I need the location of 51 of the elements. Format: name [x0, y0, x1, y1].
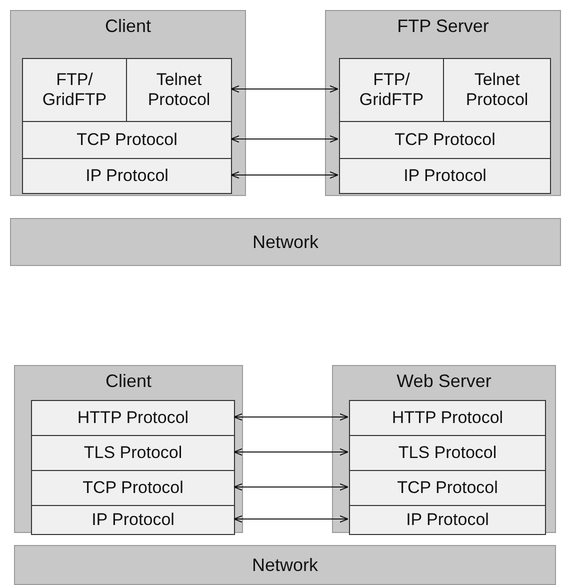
- double-arrow: [230, 85, 338, 93]
- layer-label: TCP Protocol: [396, 478, 499, 498]
- layer-label: TCP Protocol: [76, 130, 178, 150]
- protocol-layer: [339, 121, 551, 159]
- double-arrow: [234, 448, 348, 456]
- panel-title: Network: [252, 554, 318, 576]
- panel-title: Network: [252, 232, 318, 252]
- double-arrow: [234, 483, 348, 491]
- protocol-layer: [349, 505, 546, 535]
- layer-label: HTTP Protocol: [390, 408, 504, 428]
- network-bar: [14, 545, 556, 585]
- layer-label: FTP/ GridFTP: [41, 70, 108, 110]
- double-arrow: [230, 171, 338, 179]
- layer-label: IP Protocol: [405, 510, 490, 530]
- layer-label: TCP Protocol: [82, 478, 184, 498]
- panel-title: Web Server: [396, 371, 492, 392]
- layer-label: Telnet Protocol: [146, 70, 212, 110]
- protocol-layer: [31, 505, 235, 535]
- network-bar: [10, 218, 561, 266]
- host-panel: [332, 365, 556, 533]
- layer-label: IP Protocol: [90, 510, 176, 530]
- protocol-layer: [31, 470, 235, 506]
- host-panel: [14, 365, 243, 533]
- layer-label: IP Protocol: [402, 166, 488, 186]
- protocol-layer: [349, 435, 546, 471]
- protocol-layer: [349, 470, 546, 506]
- protocol-layer: [31, 400, 235, 436]
- layer-label: TCP Protocol: [394, 130, 496, 150]
- protocol-layer: [31, 435, 235, 471]
- protocol-layer: [22, 121, 232, 159]
- layer-label: IP Protocol: [84, 166, 170, 186]
- protocol-layer: [22, 158, 232, 194]
- double-arrow: [230, 135, 338, 143]
- layer-label: TLS Protocol: [82, 442, 184, 464]
- protocol-layer: [126, 58, 232, 122]
- layer-label: TLS Protocol: [397, 442, 498, 464]
- protocol-layer: [349, 400, 546, 436]
- protocol-layer: [339, 58, 444, 122]
- layer-label: FTP/ GridFTP: [358, 70, 425, 110]
- protocol-layer: [22, 58, 127, 122]
- panel-title: Client: [104, 16, 152, 37]
- protocol-layer: [443, 58, 551, 122]
- panel-title: Client: [105, 371, 152, 392]
- panel-title: FTP Server: [397, 16, 489, 37]
- double-arrow: [234, 413, 348, 421]
- double-arrow: [234, 515, 348, 523]
- host-panel: [10, 10, 246, 196]
- host-panel: [325, 10, 561, 196]
- layer-label: HTTP Protocol: [76, 408, 190, 428]
- protocol-layer: [339, 158, 551, 194]
- layer-label: Telnet Protocol: [464, 70, 530, 110]
